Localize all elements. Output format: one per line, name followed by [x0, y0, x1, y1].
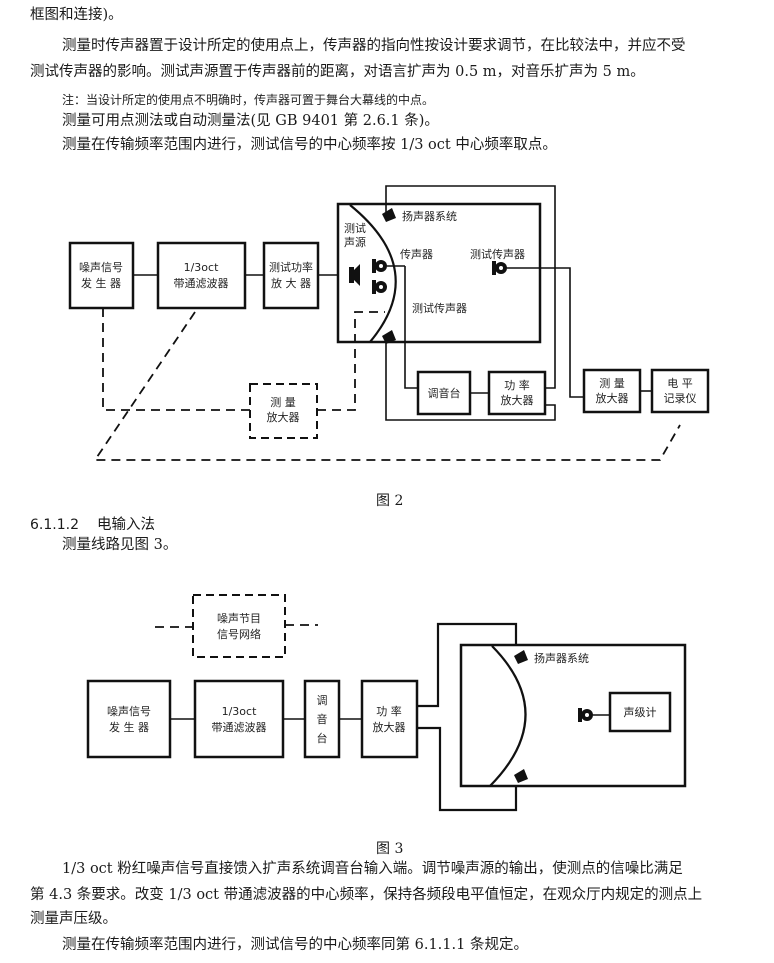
- microphone-icon: [372, 259, 387, 273]
- block-program-source: [192, 594, 286, 658]
- section-title: 电输入法: [96, 517, 155, 533]
- test-source-speaker-icon: [349, 264, 360, 286]
- block-mixer-3: [303, 679, 341, 759]
- paragraph-bottom-3: 测量声压级。: [30, 911, 117, 927]
- label-filter-1: 1/3oct: [184, 261, 219, 274]
- label-mixer3-2: 音: [317, 712, 328, 726]
- wire-testmic-measamp: [507, 267, 588, 398]
- label-meas-amp2-1: 测 量: [599, 377, 625, 390]
- stage-curtain-arc-3: [489, 645, 527, 787]
- section-heading: 6.1.1.2 电输入法: [30, 513, 155, 534]
- block-bandpass-filter: [156, 241, 247, 310]
- label-filter-2: 带通滤波器: [174, 277, 229, 290]
- paragraph-mic-placement-cont: 测试传声器的影响。测试声源置于传声器前的距离，对语言扩声为 0.5 m，对音乐扩…: [30, 64, 645, 80]
- label-noise-gen-1: 噪声信号: [79, 260, 123, 274]
- figure-2-caption: 图 2: [376, 493, 404, 509]
- block-noise-generator: [68, 241, 135, 310]
- block-bandpass-filter-3: [193, 679, 285, 759]
- speaker-icon-bottom-3: [514, 769, 528, 783]
- label-filter3-2: 带通滤波器: [212, 721, 267, 734]
- block-power-amp-3: [360, 679, 419, 759]
- label-sound-level-meter: 声级计: [624, 705, 657, 719]
- label-recorder-2: 记录仪: [664, 392, 697, 405]
- label-power-amp3-2: 放大器: [373, 720, 406, 734]
- label-program-source-2: 信号网络: [217, 627, 261, 641]
- wire-amp-speaker-bottom-3: [417, 726, 518, 812]
- paragraph-bottom-4: 测量在传输频率范围内进行，测试信号的中心频率同第 6.1.1.1 条规定。: [62, 937, 528, 953]
- dashed-gen-measamp: [102, 308, 250, 411]
- speaker-icon-top: [382, 208, 396, 222]
- label-microphone: 传声器: [400, 247, 433, 261]
- section-number: 6.1.1.2: [30, 517, 79, 533]
- paragraph-method: 测量可用点测法或自动测量法(见 GB 9401 第 2.6.1 条)。: [62, 113, 439, 129]
- label-test-mic-2: 测试传声器: [412, 301, 467, 315]
- room-outline: [336, 202, 542, 344]
- label-recorder-1: 电 平: [667, 377, 693, 390]
- label-test-amp-1: 测试功率: [269, 260, 313, 274]
- label-mixer3-3: 台: [317, 731, 328, 745]
- wire-mic-mixer: [404, 266, 420, 389]
- label-meas-amp2-2: 放大器: [596, 391, 629, 405]
- block-level-recorder: [650, 368, 710, 414]
- block-mixer: [416, 370, 472, 416]
- speaker-icon-bottom: [382, 330, 396, 344]
- block-test-power-amp: [262, 241, 320, 310]
- microphone-icon-3: [578, 708, 593, 722]
- label-noise-gen-2: 发 生 器: [81, 276, 121, 290]
- wire-amp-speaker-top-3: [417, 622, 518, 708]
- label-power-amp-1: 功 率: [504, 378, 530, 392]
- label-mixer: 调音台: [428, 386, 461, 400]
- paragraph-bottom-2: 第 4.3 条要求。改变 1/3 oct 带通滤波器的中心频率，保持各频段电平值…: [30, 887, 703, 903]
- label-power-amp3-1: 功 率: [376, 704, 402, 718]
- label-test-amp-2: 放 大 器: [271, 276, 311, 290]
- microphone-icon-2: [372, 280, 387, 294]
- paragraph-bottom-1: 1/3 oct 粉红噪声信号直接馈入扩声系统调音台输入端。调节噪声源的输出，使测…: [62, 861, 683, 877]
- block-noise-generator-3: [86, 679, 172, 759]
- label-filter3-1: 1/3oct: [222, 705, 257, 718]
- label-test-mic: 测试传声器: [470, 247, 525, 261]
- block-power-amp: [487, 370, 547, 416]
- block-meas-amp-2: [582, 368, 642, 414]
- paragraph-continuation: 框图和连接)。: [30, 7, 123, 23]
- label-test-source-2: 声源: [344, 235, 366, 249]
- figure-3-caption: 图 3: [376, 841, 404, 857]
- speaker-icon-top-3: [514, 650, 528, 664]
- label-power-amp-2: 放大器: [501, 393, 534, 407]
- stage-curtain-arc: [349, 204, 397, 343]
- label-noise-gen3-2: 发 生 器: [109, 720, 149, 734]
- dashed-measamp-mic: [317, 311, 385, 411]
- block-meas-amp: [249, 383, 318, 439]
- note: 注：当设计所定的使用点不明确时，传声器可置于舞台大幕线的中点。: [62, 93, 435, 107]
- block-sound-level-meter: [608, 691, 672, 733]
- label-speaker-system-3: 扬声器系统: [534, 651, 589, 665]
- paragraph-frequency: 测量在传输频率范围内进行，测试信号的中心频率按 1/3 oct 中心频率取点。: [62, 137, 557, 153]
- paragraph-mic-placement: 测量时传声器置于设计所定的使用点上，传声器的指向性按设计要求调节，在比较法中，并…: [62, 38, 686, 54]
- label-meas-amp-1: 测 量: [270, 396, 296, 409]
- label-speaker-system: 扬声器系统: [402, 209, 457, 223]
- label-noise-gen3-1: 噪声信号: [107, 704, 151, 718]
- label-mixer3-1: 调: [317, 694, 328, 707]
- label-test-source-1: 测试: [344, 222, 366, 235]
- label-program-source-1: 噪声节目: [217, 611, 261, 625]
- label-meas-amp-2: 放大器: [267, 410, 300, 424]
- test-microphone-icon: [492, 261, 507, 275]
- section-text: 测量线路见图 3。: [62, 537, 178, 553]
